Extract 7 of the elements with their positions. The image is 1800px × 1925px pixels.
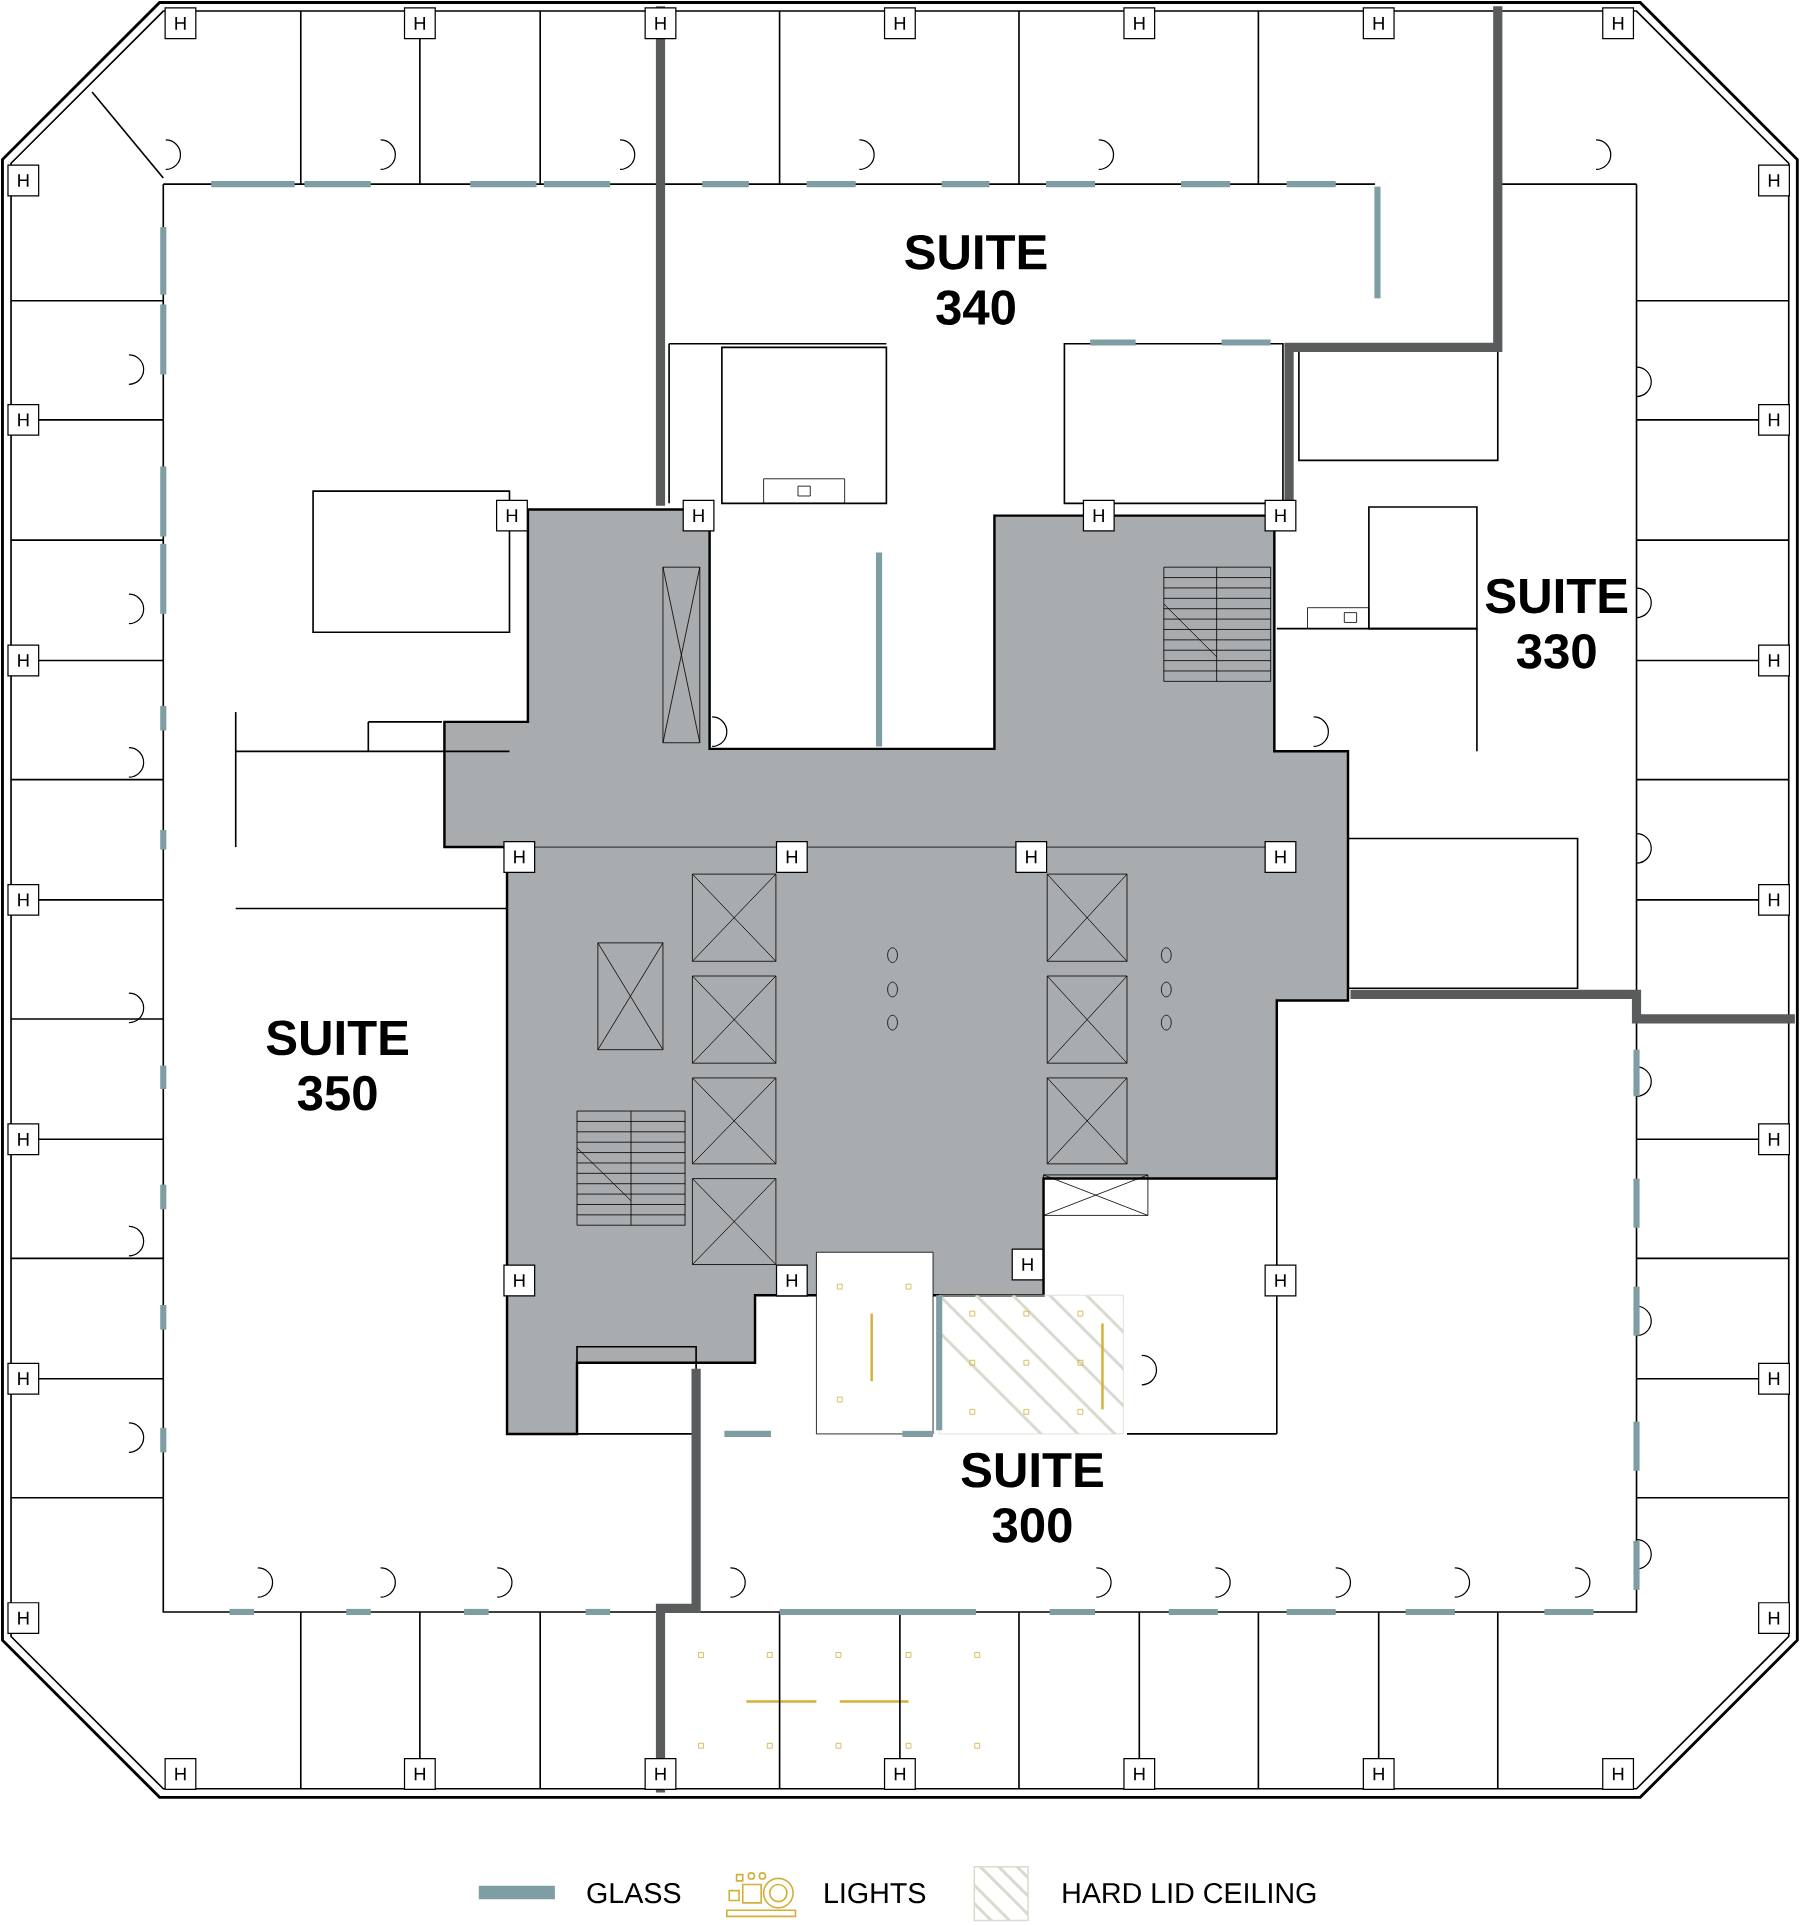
legend-label: GLASS <box>587 1882 681 1904</box>
suite-label: SUITE 300 <box>961 1452 1103 1543</box>
suite-label: SUITE 340 <box>905 234 1047 325</box>
suite-label: SUITE 330 <box>1485 578 1628 669</box>
legend-label: HARD LID CEILING <box>1063 1882 1316 1904</box>
suite-label: SUITE 350 <box>266 1020 409 1111</box>
legend-label: LIGHTS <box>825 1882 926 1904</box>
